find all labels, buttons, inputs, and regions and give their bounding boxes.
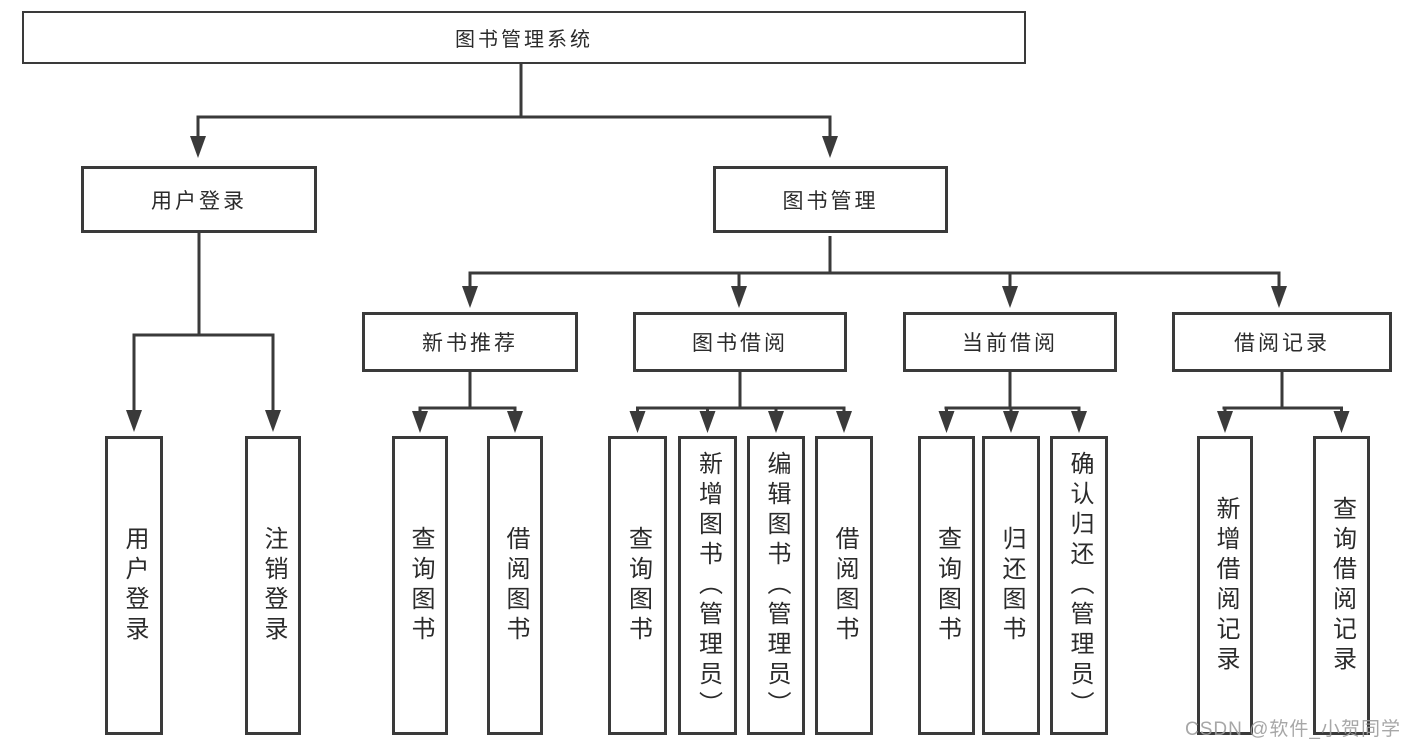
arrow-down-icon xyxy=(699,411,716,433)
node-book-borrowing: 图书借阅 xyxy=(633,312,847,372)
arrow-down-icon xyxy=(507,411,523,433)
leaf-records-query-record: 查询借阅记录 xyxy=(1313,436,1370,735)
node-library-management-system: 图书管理系统 xyxy=(22,11,1026,64)
arrow-down-icon xyxy=(731,286,747,308)
leaf-newbook-query-books: 查询图书 xyxy=(392,436,448,735)
node-user-login: 用户登录 xyxy=(81,166,317,233)
leaf-borrow-edit-book-admin: 编辑图书（管理员） xyxy=(747,436,805,735)
node-new-book-recommendation: 新书推荐 xyxy=(362,312,578,372)
arrow-down-icon xyxy=(126,410,142,432)
arrow-down-icon xyxy=(629,411,646,433)
arrow-down-icon xyxy=(822,136,838,158)
arrow-down-icon xyxy=(1003,411,1019,433)
leaf-user-login: 用户登录 xyxy=(105,436,163,735)
leaf-current-confirm-return-admin: 确认归还（管理员） xyxy=(1050,436,1108,735)
leaf-newbook-borrow-books: 借阅图书 xyxy=(487,436,543,735)
leaf-borrow-query-books: 查询图书 xyxy=(608,436,667,735)
node-current-borrowing: 当前借阅 xyxy=(903,312,1117,372)
leaf-records-add-record: 新增借阅记录 xyxy=(1197,436,1253,735)
arrow-down-icon xyxy=(938,411,955,433)
node-borrowing-records: 借阅记录 xyxy=(1172,312,1392,372)
arrow-down-icon xyxy=(836,411,852,433)
arrow-down-icon xyxy=(768,411,784,433)
node-book-management: 图书管理 xyxy=(713,166,948,233)
arrow-down-icon xyxy=(1271,286,1287,308)
leaf-current-return-books: 归还图书 xyxy=(982,436,1040,735)
arrow-down-icon xyxy=(1333,411,1350,433)
arrow-down-icon xyxy=(190,136,206,158)
arrow-down-icon xyxy=(1002,286,1018,308)
arrow-down-icon xyxy=(462,286,478,308)
leaf-borrow-borrow-books: 借阅图书 xyxy=(815,436,873,735)
leaf-current-query-books: 查询图书 xyxy=(918,436,975,735)
arrow-down-icon xyxy=(1071,411,1087,433)
arrow-down-icon xyxy=(1217,411,1233,433)
arrow-down-icon xyxy=(265,410,281,432)
arrow-down-icon xyxy=(412,411,428,433)
arrowheads-group xyxy=(126,136,1350,433)
leaf-logout: 注销登录 xyxy=(245,436,301,735)
watermark: CSDN @软件_小贺同学 xyxy=(1185,719,1401,740)
leaf-borrow-add-book-admin: 新增图书（管理员） xyxy=(678,436,737,735)
